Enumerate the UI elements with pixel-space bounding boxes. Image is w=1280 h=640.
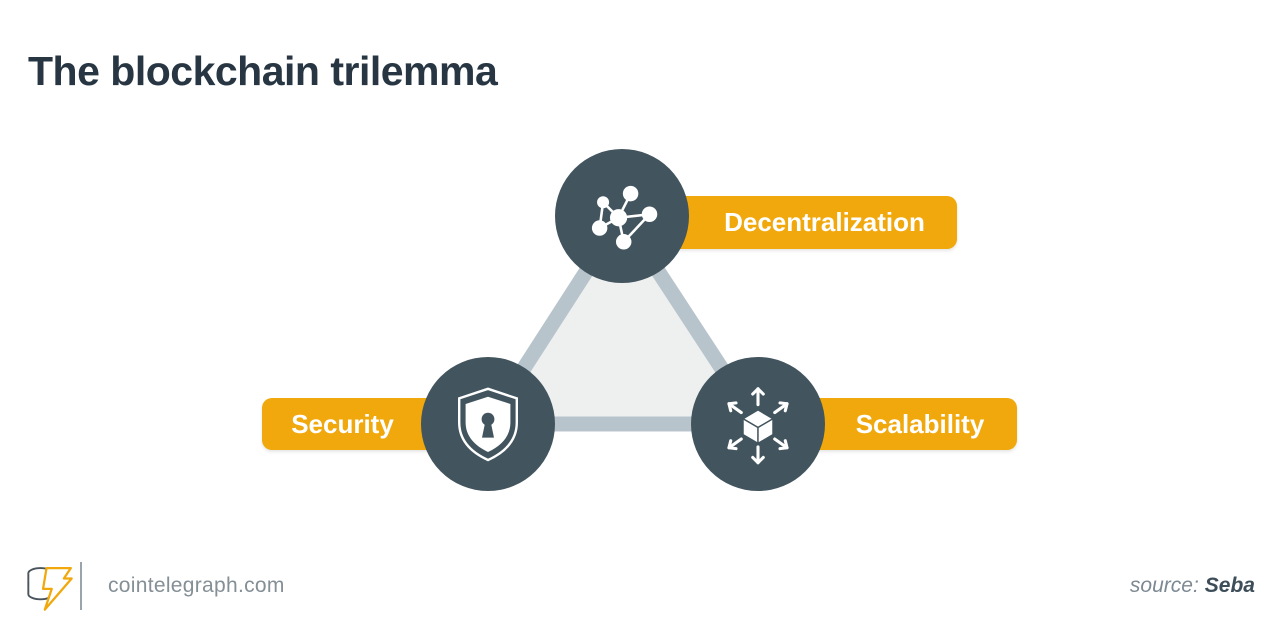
- source-credit: source:Seba: [1130, 574, 1255, 598]
- footer-site-text: cointelegraph.com: [108, 574, 285, 597]
- security-label: Security: [291, 408, 394, 439]
- cube-expand-icon: [714, 380, 802, 468]
- scalability-label: Scalability: [855, 408, 985, 439]
- page-title: The blockchain trilemma: [28, 48, 498, 94]
- decentralization-node: [555, 149, 689, 283]
- security-node: [421, 357, 555, 491]
- source-label: source:: [1129, 574, 1199, 597]
- cointelegraph-logo-icon: [24, 560, 76, 616]
- network-icon: [579, 173, 665, 259]
- shield-keyhole-icon: [448, 384, 528, 464]
- source-name: Seba: [1204, 574, 1255, 597]
- footer: cointelegraph.com source:Seba: [0, 540, 1280, 640]
- decentralization-label: Decentralization: [724, 207, 925, 237]
- scalability-node: [691, 357, 825, 491]
- footer-divider: [80, 562, 82, 610]
